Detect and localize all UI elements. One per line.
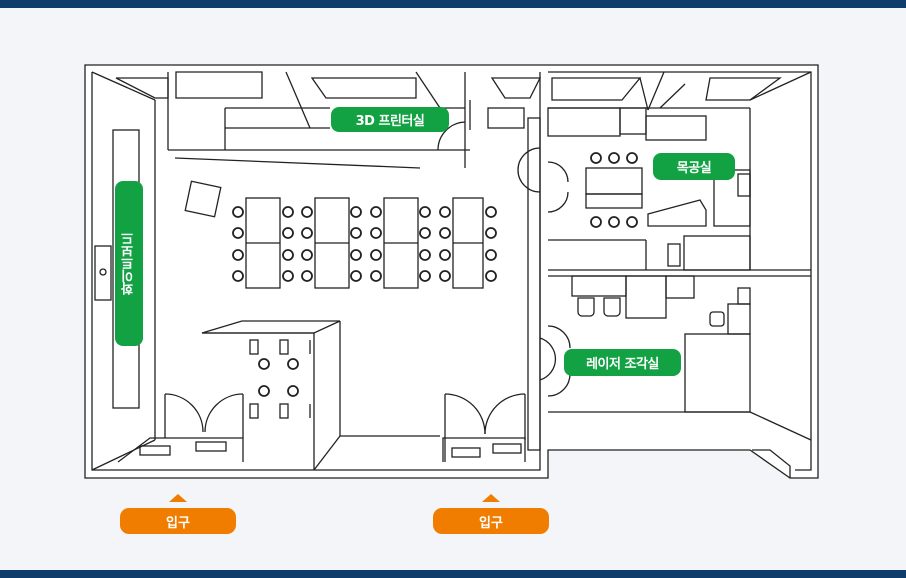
chairs (232, 206, 497, 282)
left-entrance-doors (117, 393, 244, 463)
window-top-left (175, 71, 263, 99)
window-right (490, 77, 542, 99)
tables (245, 197, 484, 289)
laser-room (547, 275, 812, 478)
projector (94, 245, 112, 301)
laser-engraving-label: 레이저 조각실 (564, 349, 681, 376)
tilted-box (184, 180, 222, 218)
right-entrance-doors (442, 393, 526, 462)
whiteboard-label: 화이트보드 (115, 181, 143, 346)
left-entrance-arrow-icon (169, 494, 187, 502)
building-outline (84, 64, 819, 479)
header-bar (0, 0, 906, 8)
window-mid (310, 77, 417, 99)
footer-bar (0, 570, 906, 578)
inner-room-chairs (258, 358, 299, 397)
woodshop-label: 목공실 (653, 153, 735, 180)
right-entrance-arrow-icon (482, 494, 500, 502)
printer-room-label: 3D 프린터실 (331, 107, 449, 132)
left-entrance-label: 입구 (120, 508, 236, 534)
right-entrance-label: 입구 (433, 508, 549, 534)
